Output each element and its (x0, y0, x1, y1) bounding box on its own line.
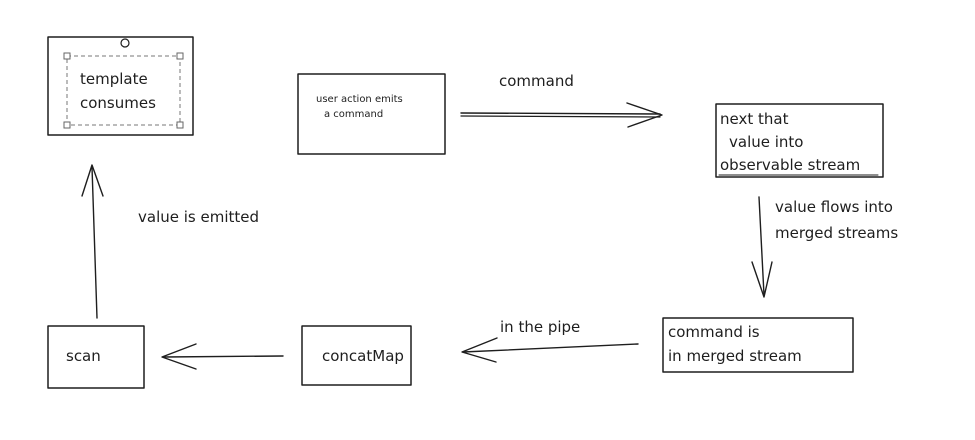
user-action-label-line-1: user action emits (316, 94, 403, 105)
next-value-label-line-2: value into (729, 133, 803, 151)
next-value-label-line-3: observable stream (720, 156, 860, 174)
next-value-label-line-1: next that (720, 110, 789, 128)
user-action-label-line-2: a command (324, 109, 383, 120)
next-value-node: next that value into observable stream (715, 103, 884, 178)
to-scan-arrow (161, 343, 284, 370)
scan-label: scan (66, 347, 101, 365)
scan-node: scan (47, 325, 145, 389)
in-pipe-edge-label: in the pipe (500, 318, 580, 336)
value-emitted-edge-label: value is emitted (138, 208, 259, 226)
template-node: template consumes (47, 36, 194, 136)
user-action-node: user action emits a command (297, 73, 446, 155)
template-label-line-1: template (80, 70, 148, 88)
merged-label-line-1: command is (668, 323, 760, 341)
in-pipe-arrow: in the pipe (461, 318, 639, 363)
command-edge-label: command (499, 72, 574, 90)
template-label-line-2: consumes (80, 94, 156, 112)
command-arrow: command (460, 72, 663, 128)
value-flows-arrow: value flows into merged streams (751, 196, 898, 298)
value-flows-label-line-1: value flows into (775, 198, 893, 216)
concatmap-node: concatMap (301, 325, 412, 386)
value-emitted-arrow: value is emitted (81, 164, 259, 319)
merged-stream-node: command is in merged stream (662, 317, 854, 373)
value-flows-label-line-2: merged streams (775, 224, 898, 242)
merged-label-line-2: in merged stream (668, 347, 802, 365)
concatmap-label: concatMap (322, 347, 404, 365)
